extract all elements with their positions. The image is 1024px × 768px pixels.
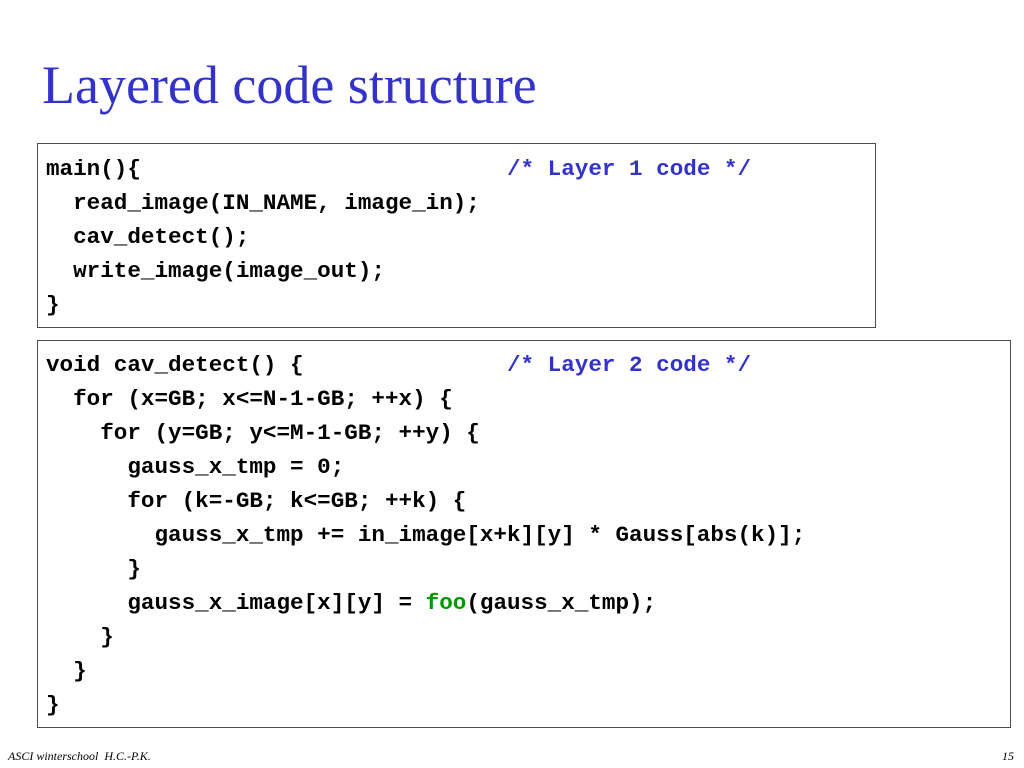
code-comment: /* Layer 1 code */: [507, 156, 752, 182]
code-line: for (x=GB; x<=N-1-GB; ++x) {: [46, 386, 453, 412]
code-line: for (y=GB; y<=M-1-GB; ++y) {: [46, 420, 480, 446]
code-line: }: [46, 692, 60, 718]
slide-title: Layered code structure: [42, 55, 537, 115]
code-line: gauss_x_tmp += in_image[x+k][y] * Gauss[…: [46, 522, 806, 548]
code-text: main(){: [46, 156, 507, 182]
code-line: void cav_detect() { /* Layer 2 code */: [46, 348, 1010, 382]
code-line: gauss_x_image[x][y] = foo(gauss_x_tmp);: [46, 586, 1010, 620]
code-text: (gauss_x_tmp);: [466, 590, 657, 616]
code-line: main(){ /* Layer 1 code */: [46, 152, 875, 186]
layer1-code-box: main(){ /* Layer 1 code */ read_image(IN…: [37, 143, 876, 328]
footer-credit: ASCI winterschool H.C.-P.K.: [8, 749, 151, 763]
code-text: gauss_x_image[x][y] =: [46, 590, 426, 616]
page-number: 15: [1002, 749, 1014, 763]
code-line: }: [46, 658, 87, 684]
code-comment: /* Layer 2 code */: [507, 352, 752, 378]
highlighted-function: foo: [425, 590, 467, 616]
code-line: }: [46, 556, 141, 582]
code-line: gauss_x_tmp = 0;: [46, 454, 345, 480]
code-line: read_image(IN_NAME, image_in);: [46, 190, 480, 216]
code-line: write_image(image_out);: [46, 258, 385, 284]
code-line: cav_detect();: [46, 224, 250, 250]
layer2-code-box: void cav_detect() { /* Layer 2 code */ f…: [37, 340, 1011, 728]
code-text: void cav_detect() {: [46, 352, 507, 378]
code-line: }: [46, 624, 114, 650]
code-line: for (k=-GB; k<=GB; ++k) {: [46, 488, 467, 514]
code-line: }: [46, 292, 60, 318]
